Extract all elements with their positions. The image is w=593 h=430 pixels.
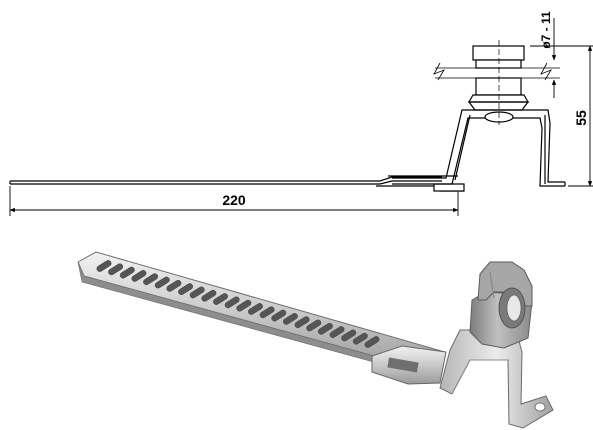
dimension-height	[530, 45, 593, 187]
strap-slot	[201, 289, 217, 302]
strap-slot	[352, 332, 368, 345]
strap-slot	[189, 286, 205, 299]
bracket-side-view	[392, 109, 566, 187]
strap-slot	[143, 273, 159, 286]
strap-slot	[96, 260, 112, 272]
height-label: 55	[573, 110, 589, 126]
strap-slot	[271, 309, 287, 322]
strap-slot	[294, 316, 310, 329]
strap-slot	[317, 322, 333, 335]
strap-slot	[364, 336, 380, 348]
dimension-length	[9, 186, 459, 216]
strap-slot	[306, 319, 322, 332]
strap-slot	[282, 313, 298, 325]
clamp-head-side-view	[467, 40, 530, 125]
perforated-strap	[77, 251, 446, 379]
strap-slot	[178, 283, 194, 295]
strap-slot	[166, 279, 182, 292]
strap-slot	[213, 293, 228, 305]
support-bracket	[439, 329, 554, 429]
strap-slot	[119, 266, 135, 279]
strap-slot	[341, 329, 357, 342]
strap-slot	[248, 303, 263, 315]
strap-slot	[329, 326, 345, 338]
cable-clamp	[469, 261, 533, 349]
technical-drawing	[9, 18, 593, 216]
strap-buckle	[371, 345, 447, 385]
strap-slot	[108, 263, 124, 276]
product-photo	[77, 251, 554, 429]
section-lines	[433, 62, 560, 81]
strap-slot	[131, 270, 147, 282]
strap-slots	[96, 260, 380, 348]
strap-slot	[259, 306, 275, 319]
strap-side-view	[9, 175, 465, 192]
length-label: 220	[222, 192, 246, 208]
strap-slot	[154, 276, 170, 289]
strap-slot	[224, 296, 240, 309]
diameter-label: ø7 - 11	[539, 11, 553, 49]
strap-slot	[236, 299, 252, 312]
